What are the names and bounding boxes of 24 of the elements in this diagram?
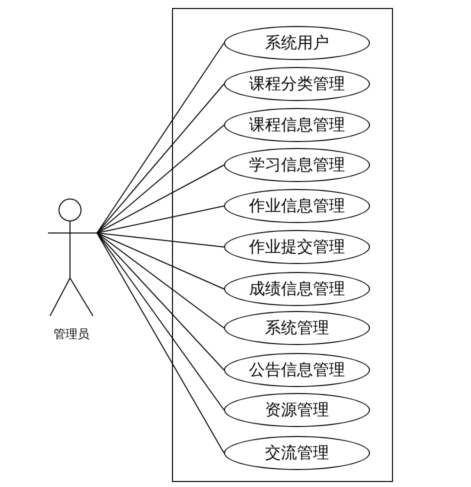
association-line [96,232,224,370]
use-case-label: 作业信息管理 [249,196,345,216]
association-line [96,232,224,410]
use-case-label: 学习信息管理 [249,154,345,176]
use-case-label: 作业提交管理 [249,236,345,258]
association-line [96,206,224,234]
use-case-label: 课程信息管理 [249,114,345,136]
association-line [96,42,224,234]
association-line [96,124,224,234]
association-line [96,232,224,328]
association-line [96,164,224,234]
association-line [96,232,224,290]
system-boundary [172,8,393,482]
actor-label: 管理员 [52,326,90,343]
association-line [96,232,224,454]
association-line [96,232,224,248]
use-case-label: 系统用户 [265,32,329,54]
use-case-label: 课程分类管理 [249,74,345,94]
association-line [96,84,224,234]
use-case-label: 资源管理 [265,400,329,420]
use-case-label: 成绩信息管理 [249,278,345,300]
use-case-label: 公告信息管理 [249,360,345,380]
use-case-label: 交流管理 [265,442,329,464]
use-case-label: 系统管理 [265,318,329,338]
